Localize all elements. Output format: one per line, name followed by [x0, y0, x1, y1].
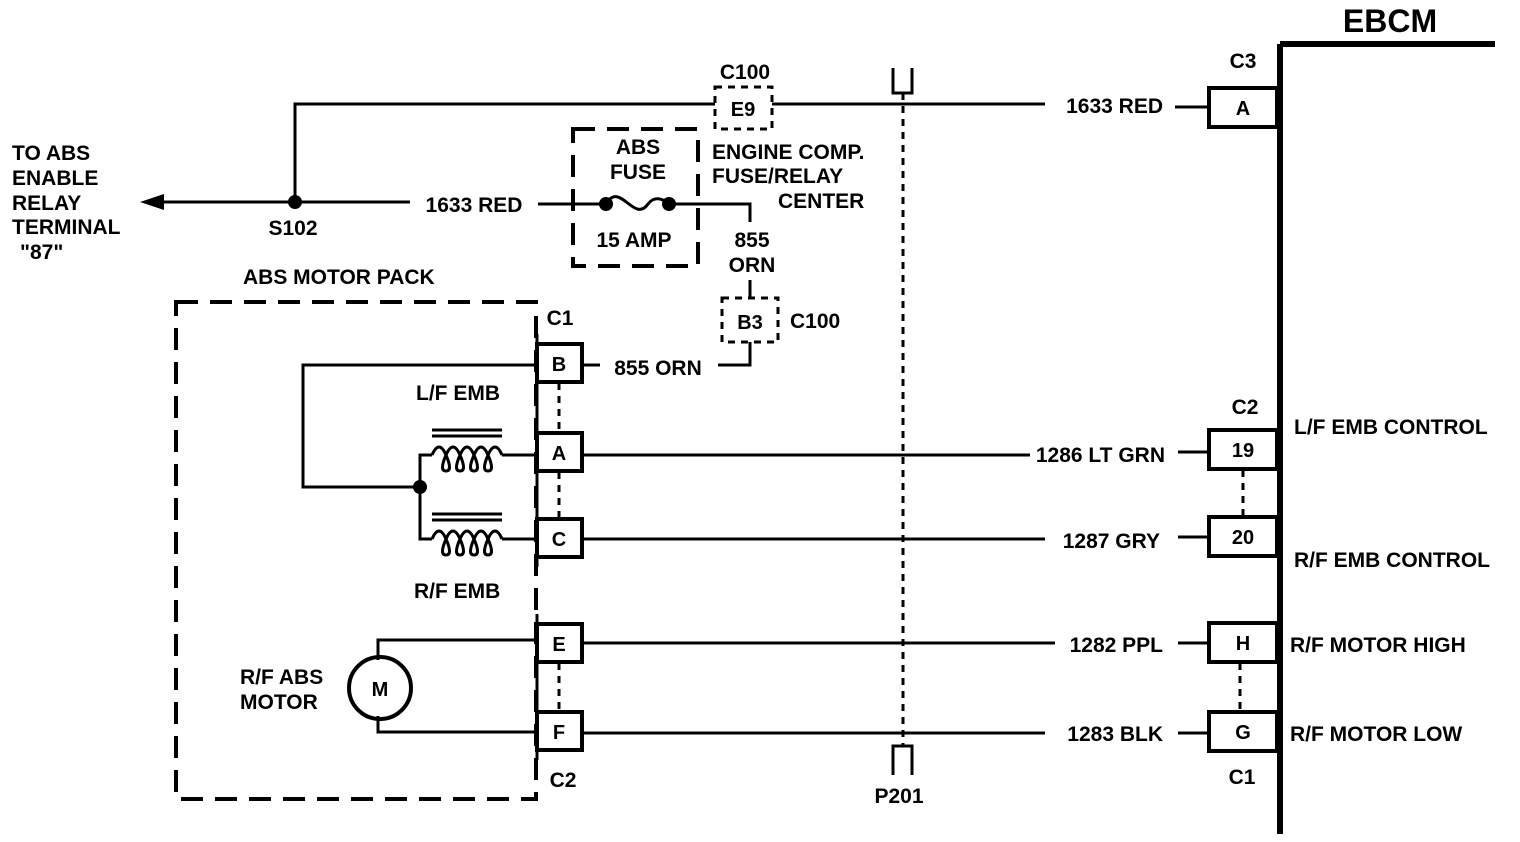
fuse-center-line2: FUSE/RELAY [712, 165, 843, 188]
c100-e9-connector: C100 E9 [713, 61, 774, 131]
motor-pack-c1: C1 [547, 307, 574, 330]
motor-name-line1: R/F ABS [240, 666, 323, 689]
p201-passthrough: P201 [874, 68, 924, 808]
motor-circle-icon [347, 655, 413, 721]
wire-label-855: 855 [734, 229, 769, 252]
rf-motor-low-label: R/F MOTOR LOW [1290, 723, 1462, 746]
e9-box [713, 85, 774, 131]
ebcm-connector-c3: C3 [1230, 50, 1257, 73]
wire-pin-e-to-motor [376, 638, 537, 660]
b3-box [720, 296, 780, 344]
wire-label-855-orn: 855 ORN [614, 357, 702, 380]
lf-emb-control-label: L/F EMB CONTROL [1294, 416, 1488, 439]
circuit-1633-top: 1633 RED [293, 95, 1209, 201]
fuse-center-line3: CENTER [778, 190, 864, 213]
motor-pack-title: ABS MOTOR PACK [243, 266, 435, 289]
p201-label: P201 [874, 785, 923, 808]
relay-note-line3: RELAY [12, 192, 81, 215]
abs-enable-relay-feed: TO ABS ENABLE RELAY TERMINAL "87" S102 1… [12, 142, 604, 264]
pack-pin-f-box [535, 710, 584, 752]
ebcm-pin-19-box [1207, 428, 1279, 471]
ebcm-connector-c2: C2 [1232, 396, 1259, 419]
p201-bottom-bracket [891, 744, 914, 775]
fuse-center-line1: ENGINE COMP. [712, 141, 864, 164]
pack-pin-e: E [552, 634, 565, 656]
splice-s102-label: S102 [268, 217, 317, 240]
ebcm-pin-19: 19 [1232, 440, 1254, 462]
fuse-name-line1: ABS [616, 136, 660, 159]
abs-motor-pack: ABS MOTOR PACK C1 C2 B A C E F L/F EMB R… [174, 266, 584, 801]
signal-wires: 1286 LT GRN 1287 GRY 1282 PPL 1283 BLK [582, 444, 1209, 746]
relay-note-line2: ENABLE [12, 167, 98, 190]
relay-note-line4: TERMINAL [12, 216, 121, 239]
ebcm-title: EBCM [1343, 3, 1437, 39]
rf-emb-label: R/F EMB [414, 580, 500, 603]
rf-emb-coil-icon [430, 512, 537, 557]
wire-fuse-to-855 [669, 202, 752, 222]
fuse-element-icon [604, 195, 670, 211]
lf-emb-coil-icon [430, 428, 537, 473]
circuit-855: 855 ORN B3 C100 855 ORN [582, 202, 840, 380]
ebcm-connector-c1: C1 [1229, 766, 1256, 789]
p201-top-bracket [891, 68, 914, 95]
lf-emb-label: L/F EMB [416, 382, 500, 405]
c100-label-top: C100 [720, 61, 770, 84]
motor-name-line2: MOTOR [240, 691, 318, 714]
pin-e9: E9 [731, 99, 755, 121]
wire-pin-b-common [301, 363, 537, 489]
pack-pin-b-box [535, 342, 584, 384]
arrow-left-icon [140, 194, 164, 210]
ebcm-pin-h: H [1236, 633, 1250, 655]
wire-label-1633-red-fuse: 1633 RED [426, 194, 523, 217]
pack-pin-c: C [552, 529, 566, 551]
relay-note-line5: "87" [20, 241, 63, 264]
wire-label-1633-red-top: 1633 RED [1066, 95, 1163, 118]
ebcm-pin-g: G [1235, 722, 1251, 744]
pack-pin-a: A [552, 443, 566, 465]
pin-b3: B3 [737, 312, 763, 334]
splice-s102-dot [288, 195, 302, 209]
pack-pin-f: F [553, 722, 565, 744]
wire-label-1283: 1283 BLK [1067, 723, 1163, 746]
fuse-relay-center-label: ENGINE COMP. FUSE/RELAY CENTER [712, 141, 864, 213]
wire-common-to-rf-coil [418, 487, 432, 541]
relay-note-line1: TO ABS [12, 142, 90, 165]
ebcm-pin-20: 20 [1232, 527, 1254, 549]
wire-common-to-lf-coil [418, 453, 432, 487]
wire-b3-to-label [718, 342, 752, 367]
wire-label-1287: 1287 GRY [1063, 530, 1160, 553]
ebcm-module: EBCM C3 C2 C1 A 19 20 H G L/F EMB CONTRO… [1207, 3, 1495, 834]
c100-label-b3: C100 [790, 310, 840, 333]
motor-pack-c2: C2 [550, 769, 577, 792]
rf-emb-control-label: R/F EMB CONTROL [1294, 549, 1490, 572]
wire-label-1282: 1282 PPL [1070, 634, 1164, 657]
fuse-name-line2: FUSE [610, 161, 666, 184]
wire-label-orn: ORN [729, 254, 776, 277]
abs-fuse: ABS FUSE 15 AMP [571, 127, 700, 268]
pack-pin-b: B [552, 354, 566, 376]
rf-motor-high-label: R/F MOTOR HIGH [1290, 634, 1466, 657]
fuse-housing-box [571, 127, 700, 268]
motor-symbol: M [372, 679, 389, 701]
ebcm-pin-a: A [1236, 98, 1250, 120]
wire-s102-to-e9 [293, 102, 715, 201]
wire-pin-f-to-motor [376, 716, 537, 734]
motor-pack-boundary [174, 300, 538, 801]
wire-label-1286: 1286 LT GRN [1036, 444, 1165, 467]
fuse-rating: 15 AMP [596, 229, 671, 252]
